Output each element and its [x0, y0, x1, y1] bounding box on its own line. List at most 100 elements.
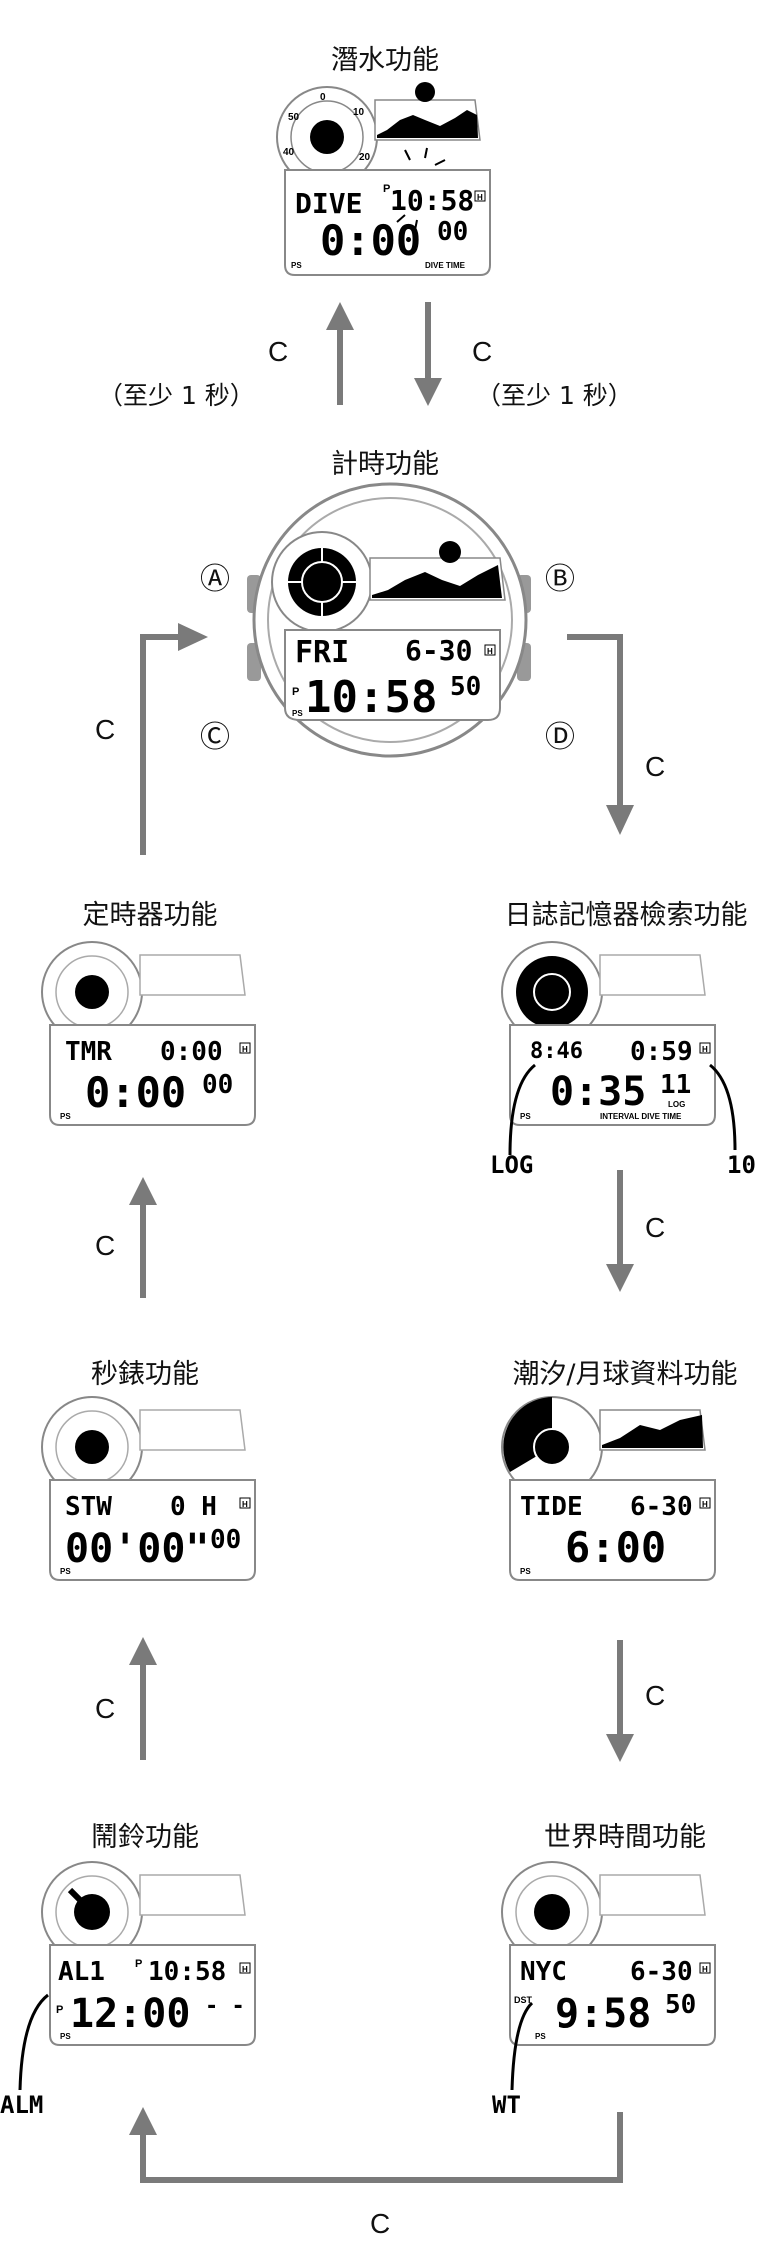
- lcd-row1-right: 0:00: [160, 1037, 223, 1067]
- lcd-footer-right: DIVE TIME: [425, 261, 466, 270]
- lcd-row2-sec: 00: [202, 1070, 233, 1100]
- bezel-10: 10: [353, 107, 365, 118]
- c-label-up: C: [268, 336, 289, 367]
- watch-stopwatch: STW 0 H H 00'00" 00 PS: [41, 1396, 256, 1581]
- lcd-h-mark: H: [487, 647, 493, 656]
- lcd-row2-main: 10:58: [305, 672, 437, 723]
- arrow-log-to-tide-head: [606, 1264, 634, 1292]
- lcd-h-mark: H: [702, 1965, 708, 1974]
- lcd-h-mark: H: [242, 1045, 248, 1054]
- lcd-row1-left: TMR: [65, 1037, 112, 1067]
- arrow-tide-to-world-head: [606, 1734, 634, 1762]
- bezel-50: 50: [288, 112, 300, 123]
- lcd-row1-right: 0 H: [170, 1492, 217, 1522]
- watch-dive: 0 50 10 40 20 30 DIVE P 10:58 H 0:00 00 …: [276, 82, 491, 276]
- watch-timekeeping: FRI 6-30 H P 10:58 50 PS: [247, 482, 531, 758]
- lcd-pm: P: [383, 183, 390, 195]
- button-d[interactable]: Ⓓ: [545, 720, 575, 755]
- watch-alarm: AL1 P 10:58 H P 12:00 - - PS ALM: [0, 1861, 256, 2115]
- arrow-dive-to-time-head: [414, 378, 442, 406]
- mode-label-dive: 潛水功能: [331, 45, 439, 76]
- lcd-row1-right: 6-30: [630, 1957, 693, 1987]
- lcd-log-small: LOG: [668, 1100, 685, 1109]
- lcd-row1-left: TIDE: [520, 1492, 583, 1522]
- lcd-ps: PS: [520, 1567, 531, 1576]
- c-label-log-to-tide: C: [645, 1212, 666, 1243]
- c-label-stopwatch-to-timer: C: [95, 1230, 116, 1261]
- bezel-40: 40: [283, 147, 295, 158]
- lcd-footer-right: INTERVAL DIVE TIME: [600, 1112, 682, 1121]
- watch-world-time: NYC 6-30 H DST 9:58 50 PS WT: [492, 1861, 716, 2115]
- lcd-row2-sec: 50: [665, 1990, 696, 2020]
- callout-wt: WT: [492, 2091, 521, 2115]
- arrow-timer-to-time: [140, 634, 178, 855]
- lcd-row1-right: 6-30: [630, 1492, 693, 1522]
- lcd-row2-sec: 50: [450, 672, 481, 702]
- mode-label-world-time: 世界時間功能: [544, 1822, 706, 1853]
- c-label-world-to-alarm: C: [370, 2208, 391, 2239]
- lcd-row1-left: DIVE: [295, 187, 362, 220]
- watch-tide-moon: TIDE 6-30 H 6:00 PS: [501, 1396, 716, 1581]
- lcd-pm-2: P: [56, 2004, 63, 2016]
- lcd-h-mark: H: [242, 1965, 248, 1974]
- lcd-row1-left: FRI: [295, 635, 349, 670]
- lcd-ps: PS: [60, 1567, 71, 1576]
- mode-label-alarm: 鬧鈴功能: [91, 1822, 199, 1853]
- lcd-row1-left: NYC: [520, 1957, 567, 1987]
- arrow-time-to-log-head: [606, 805, 634, 835]
- lcd-dst: DST: [514, 1995, 533, 2005]
- lcd-row2-main: 12:00: [70, 1991, 190, 2037]
- hold-note-right: （至少 1 秒）: [476, 381, 633, 410]
- callout-10: 10: [727, 1151, 756, 1175]
- arrow-stopwatch-to-timer-head: [129, 1177, 157, 1205]
- c-label-time-to-log: C: [645, 751, 666, 782]
- lcd-ps: PS: [535, 2032, 546, 2041]
- mode-label-stopwatch: 秒錶功能: [91, 1359, 199, 1390]
- lcd-ps: PS: [292, 709, 303, 718]
- lcd-h-mark: H: [702, 1500, 708, 1509]
- lcd-row2-sec: 11: [660, 1070, 691, 1100]
- watch-timer: TMR 0:00 H 0:00 00 PS: [41, 941, 256, 1126]
- button-b[interactable]: Ⓑ: [545, 562, 575, 597]
- lcd-row1-left: STW: [65, 1492, 112, 1522]
- moon-icon: [439, 541, 461, 563]
- bezel-20: 20: [359, 152, 371, 163]
- arrow-timer-to-time-head: [178, 623, 208, 651]
- lcd-pm: P: [135, 1958, 142, 1970]
- c-label-alarm-to-stopwatch: C: [95, 1693, 116, 1724]
- arrow-world-to-alarm: [140, 2112, 623, 2183]
- c-label-down: C: [472, 336, 493, 367]
- flash-rays: [396, 147, 446, 231]
- lcd-pm: P: [292, 686, 299, 698]
- lcd-row2-main: 00'00": [65, 1526, 210, 1572]
- arrow-time-to-dive-head: [326, 302, 354, 330]
- callout-alm: ALM: [0, 2091, 43, 2115]
- tide-graph: [372, 565, 502, 598]
- lcd-row2-main: 0:35: [550, 1069, 646, 1115]
- button-a[interactable]: Ⓐ: [200, 562, 230, 597]
- arrow-time-to-log: [567, 634, 623, 805]
- c-label-tide-to-world: C: [645, 1680, 666, 1711]
- moon-icon: [415, 82, 435, 102]
- lcd-ps: PS: [291, 261, 302, 270]
- lcd-row1-right: 6-30: [405, 634, 472, 667]
- lcd-row2-main: 9:58: [555, 1991, 651, 2037]
- lcd-row2-main: 0:00: [320, 216, 421, 265]
- hold-note-left: （至少 1 秒）: [98, 381, 255, 410]
- lcd-row1-left: AL1: [58, 1957, 105, 1987]
- lcd-row2-main: 0:00: [85, 1068, 186, 1117]
- mode-label-timer: 定時器功能: [82, 900, 218, 931]
- lcd-row2-main: 6:00: [565, 1523, 666, 1572]
- lcd-h-mark: H: [477, 193, 483, 202]
- arrow-world-to-alarm-head: [129, 2107, 157, 2135]
- lcd-row2-sec: 00: [437, 217, 468, 247]
- mode-label-log-recall: 日誌記憶器檢索功能: [504, 900, 748, 931]
- lcd-row1-left: 8:46: [530, 1039, 583, 1064]
- lcd-ps: PS: [520, 1112, 531, 1121]
- lcd-row2-sec: - -: [205, 1994, 245, 2019]
- watch-log-recall: 8:46 0:59 H 0:35 11 LOG PS INTERVAL DIVE…: [490, 941, 756, 1175]
- button-c[interactable]: Ⓒ: [200, 720, 230, 755]
- arrow-alarm-to-stopwatch-head: [129, 1637, 157, 1665]
- lcd-ps: PS: [60, 1112, 71, 1121]
